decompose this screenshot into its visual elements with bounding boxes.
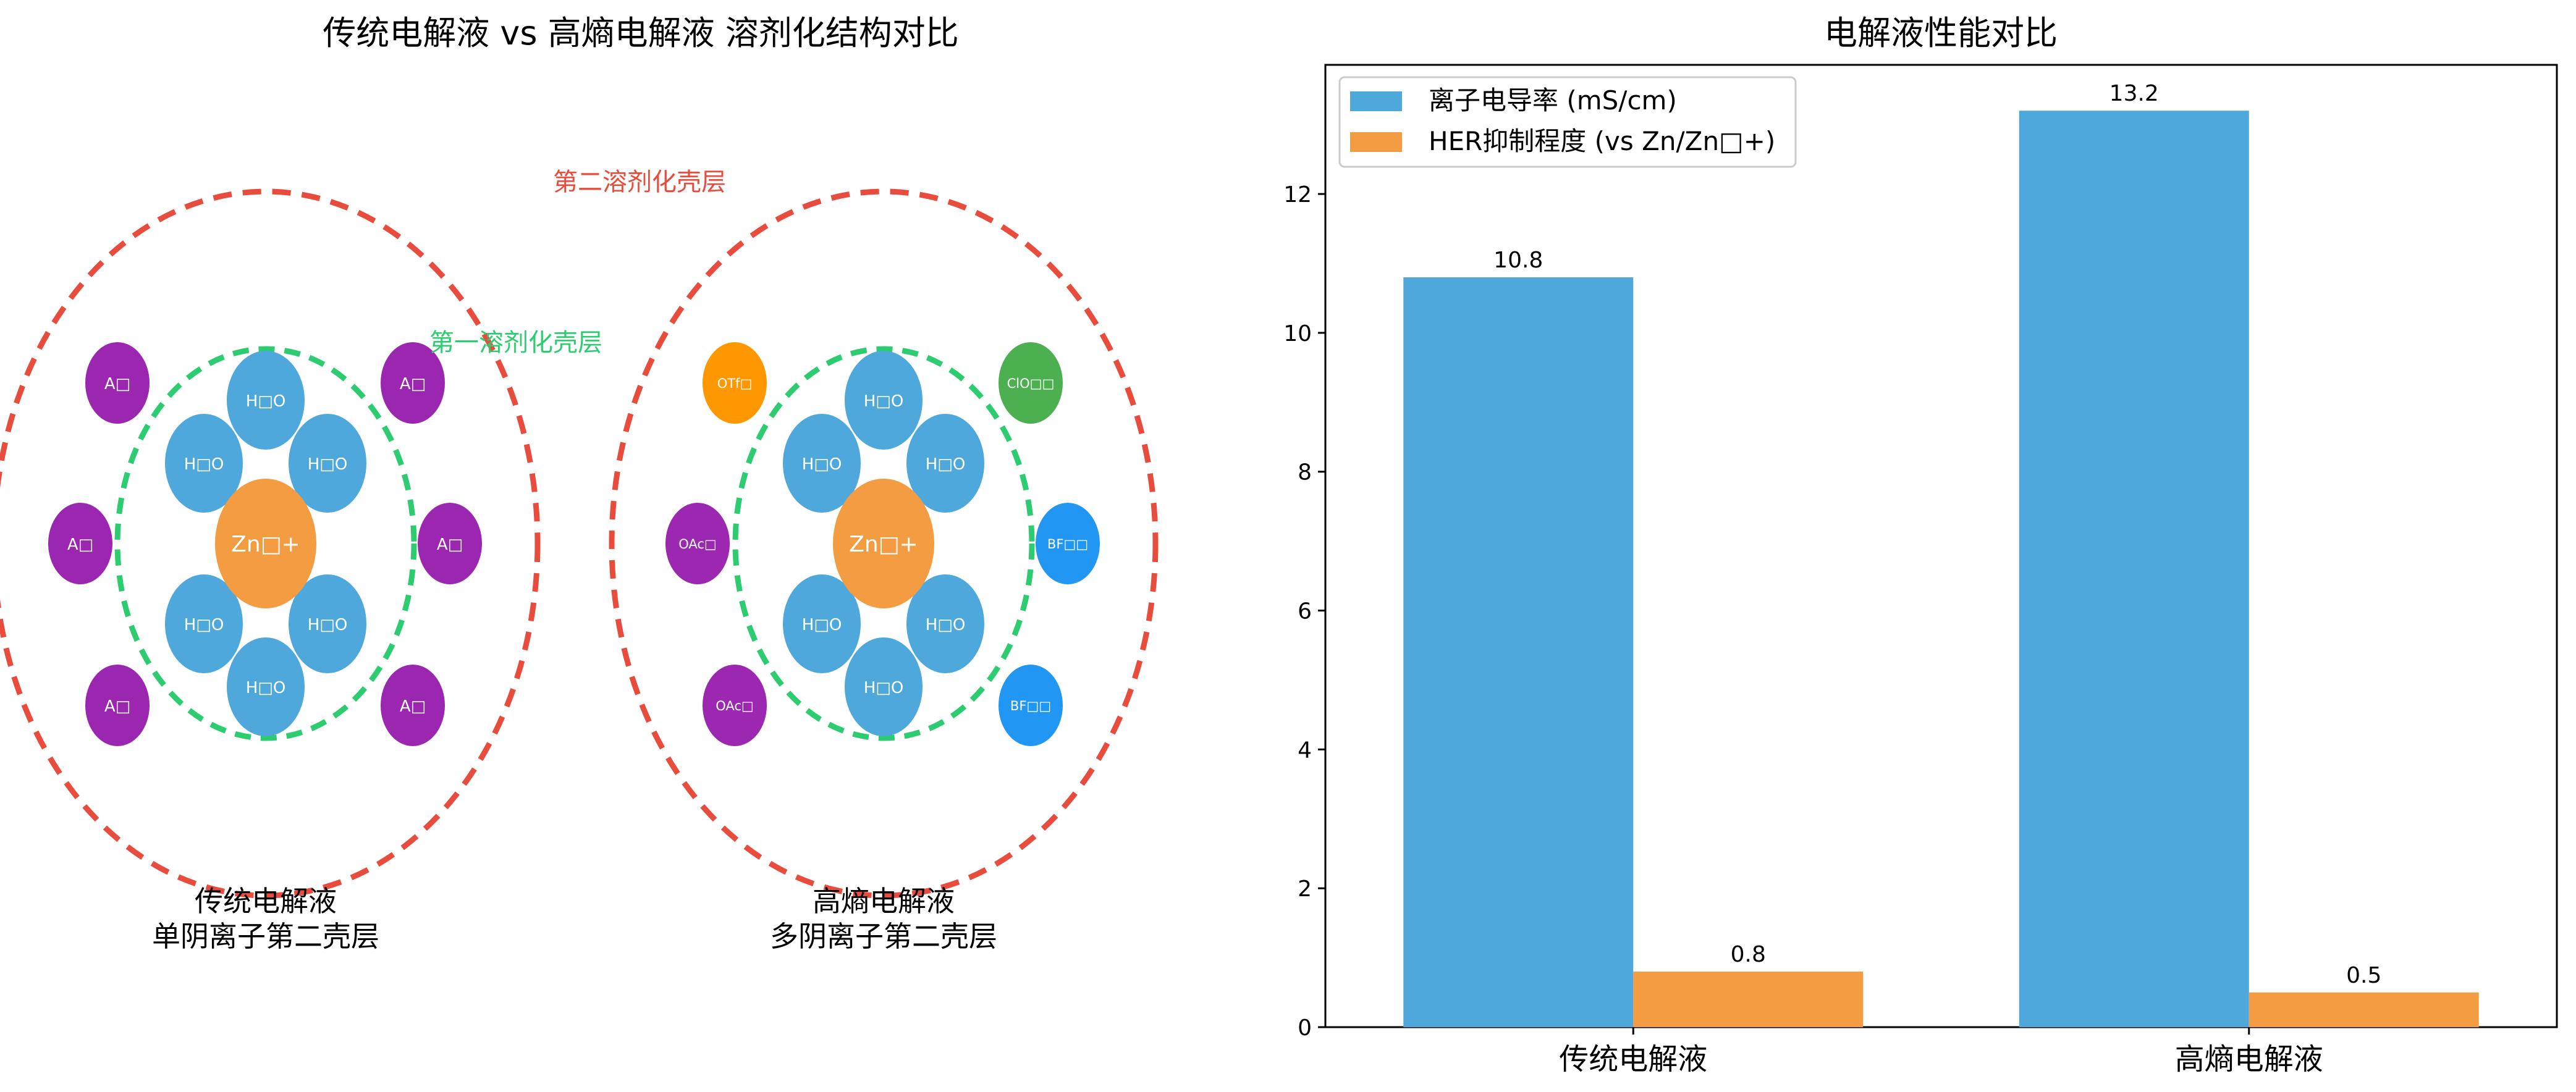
y-axis: 0 2 4 6 8 10 12 [1283,182,1325,1041]
anion-ion [381,342,445,424]
zinc-label: Zn□+ [849,532,918,557]
anion-label: OAc□ [716,699,754,713]
legend-swatch-conductivity [1350,91,1402,111]
y-tick-label: 10 [1283,321,1312,346]
water-label: H□O [246,392,286,411]
acetate-anion [703,665,767,746]
water-label: H□O [802,455,842,474]
anion-label: A□ [400,375,426,393]
cluster-caption-line1: 高熵电解液 [813,884,955,918]
y-tick-label: 6 [1298,599,1312,624]
bar-value-label: 10.8 [1493,248,1543,273]
water-molecule [289,414,366,513]
first-shell-ring [732,346,1035,741]
cluster-caption-line2: 单阴离子第二壳层 [152,920,379,953]
x-tick-label: 传统电解液 [1559,1042,1707,1077]
bar-her-1 [2249,992,2479,1027]
second-shell-ring [609,188,1159,899]
water-label: H□O [184,455,224,474]
water-molecule [783,414,861,513]
legend-label-conductivity: 离子电导率 (mS/cm) [1429,85,1677,116]
anion-label: OTf□ [717,376,753,391]
y-tick-label: 12 [1283,182,1312,208]
y-tick-label: 8 [1298,460,1312,485]
water-molecule [845,637,923,736]
water-label: H□O [926,455,966,474]
anion-ion [381,665,445,746]
water-label: H□O [308,455,348,474]
water-label: H□O [246,679,286,697]
second-shell-label: 第二溶剂化壳层 [553,168,726,196]
anion-ion [85,665,150,746]
solvation-structure-panel: 传统电解液 vs 高熵电解液 溶剂化结构对比 A□ A□ A□ A□ A□ A□… [0,14,1159,953]
acetate-anion [665,503,730,584]
cluster-caption-line2: 多阴离子第二壳层 [770,920,997,953]
cluster-traditional: A□ A□ A□ A□ A□ A□ H□O H□O H□O H□O H□O H□… [0,188,541,953]
tetrafluoroborate-anion [1036,503,1100,584]
anion-label: BF□□ [1047,537,1088,552]
water-molecule [906,574,984,673]
value-labels-group: 10.8 13.2 0.8 0.5 [1493,81,2381,988]
water-label: H□O [864,679,904,697]
water-molecule [845,351,923,450]
zinc-ion [833,479,934,608]
water-label: H□O [184,616,224,634]
anion-ion [418,503,482,584]
water-molecule [227,351,305,450]
bar-conductivity-1 [2019,111,2249,1028]
y-tick-label: 2 [1298,876,1312,902]
chart-legend: 离子电导率 (mS/cm) HER抑制程度 (vs Zn/Zn□+) [1338,76,1797,168]
zinc-ion [215,479,316,608]
anion-label: A□ [104,697,130,716]
bar-conductivity-0 [1403,277,1634,1028]
water-label: H□O [926,616,966,634]
performance-bar-chart: 电解液性能对比 10.8 13.2 0.8 0.5 0 2 4 6 8 10 12 传统电解液 高熵… [1283,14,2558,1077]
anion-ion [48,503,112,584]
y-tick-label: 0 [1298,1015,1312,1041]
left-panel-title: 传统电解液 vs 高熵电解液 溶剂化结构对比 [323,14,959,52]
anion-label: A□ [400,697,426,716]
cluster-high-entropy: OTf□ ClO□□ OAc□ BF□□ OAc□ BF□□ H□O H□O H… [609,188,1159,953]
x-tick-label: 高熵电解液 [2175,1042,2323,1077]
x-axis: 传统电解液 高熵电解液 [1559,1027,2323,1077]
bar-her-0 [1633,972,1864,1027]
bar-value-label: 13.2 [2109,81,2159,106]
water-molecule [906,414,984,513]
cluster-caption-line1: 传统电解液 [195,884,337,918]
zinc-label: Zn□+ [231,532,300,557]
anion-label: BF□□ [1010,699,1051,713]
water-label: H□O [308,616,348,634]
first-shell-ring [114,346,417,741]
chart-title: 电解液性能对比 [1824,14,2058,52]
anion-label: A□ [67,536,93,554]
legend-swatch-her [1350,132,1402,152]
legend-box [1338,76,1797,168]
legend-label-her: HER抑制程度 (vs Zn/Zn□+) [1429,126,1775,156]
bar-value-label: 0.8 [1731,942,1766,967]
bar-value-label: 0.5 [2346,963,2381,988]
water-label: H□O [802,616,842,634]
water-molecule [165,414,243,513]
anion-label: ClO□□ [1007,376,1055,391]
water-molecule [165,574,243,673]
anion-label: OAc□ [678,537,717,552]
triflate-anion [703,342,767,424]
first-shell-label: 第一溶剂化壳层 [429,329,602,357]
bars-group [1403,111,2479,1028]
y-tick-label: 4 [1298,737,1312,763]
anion-label: A□ [437,536,463,554]
water-molecule [783,574,861,673]
anion-label: A□ [104,375,130,393]
anion-ion [85,342,150,424]
water-label: H□O [864,392,904,411]
perchlorate-anion [999,342,1063,424]
plot-area-frame [1324,64,2558,1028]
tetrafluoroborate-anion [999,665,1063,746]
second-shell-ring [0,188,541,899]
water-molecule [227,637,305,736]
water-molecule [289,574,366,673]
